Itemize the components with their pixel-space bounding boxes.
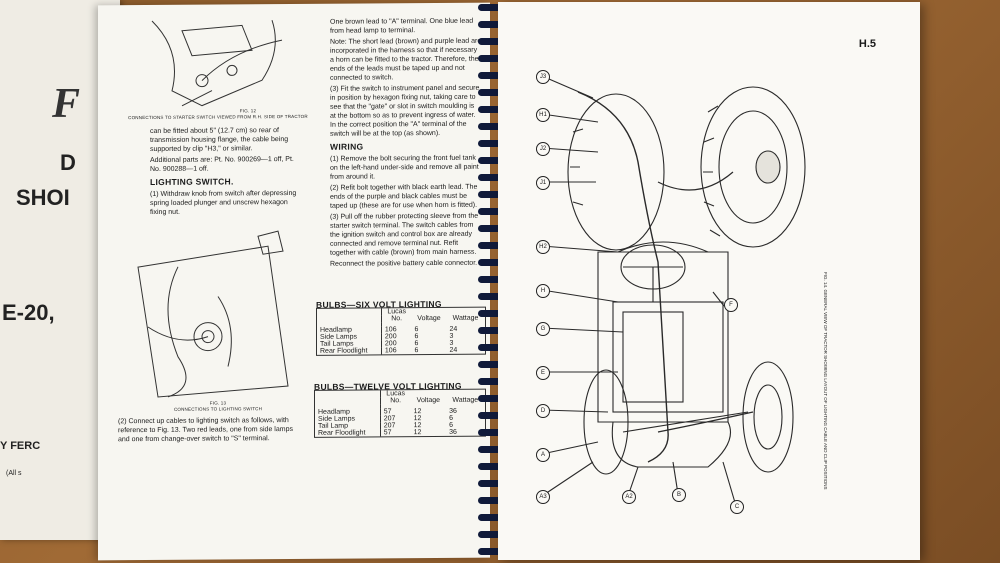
binding-coil: [478, 4, 502, 11]
table-cell: 6: [414, 347, 419, 355]
callout-marker: J2: [536, 142, 550, 156]
callout-marker: H: [536, 284, 550, 298]
callout-marker: E: [536, 366, 550, 380]
binding-coil: [478, 89, 502, 96]
callout-marker: H1: [536, 108, 550, 122]
callout-marker: J3: [536, 70, 550, 84]
callout-marker: F: [724, 298, 738, 312]
figure-12-caption: CONNECTIONS TO STARTER SWITCH VIEWED FRO…: [128, 113, 308, 121]
table-cell: 106: [381, 347, 412, 355]
lighting-switch-drawing: [137, 230, 289, 398]
binding-coil: [478, 157, 502, 164]
figure-12: [142, 10, 292, 111]
callout-marker: J1: [536, 176, 550, 190]
binding-coil: [478, 531, 502, 538]
binding-coil: [478, 38, 502, 45]
right-column: One brown lead to "A" terminal. One blue…: [330, 17, 482, 271]
lighting-switch-heading: LIGHTING SWITCH.: [150, 176, 234, 188]
callout-marker: A3: [536, 490, 550, 504]
binding-coil: [478, 293, 502, 300]
paragraph: One brown lead to "A" terminal. One blue…: [330, 17, 474, 35]
callout-marker: D: [536, 404, 550, 418]
binding-coil: [478, 480, 502, 487]
figure-13-caption: CONNECTIONS TO LIGHTING SWITCH: [173, 406, 263, 412]
binding-coil: [478, 395, 502, 402]
binding-coil: [478, 429, 502, 436]
wiring-heading: WIRING: [330, 141, 364, 152]
binding-coil: [478, 497, 502, 504]
binding-coil: [478, 174, 502, 181]
tractor-wiring-diagram: [541, 75, 806, 507]
binding-coil: [478, 446, 502, 453]
callout-marker: B: [672, 488, 686, 502]
front-wheel-left: [583, 369, 629, 475]
cover-line: SHOI: [16, 185, 70, 210]
binding-coil: [478, 242, 502, 249]
cover-line: E-20,: [2, 300, 55, 325]
binding-coil: [478, 123, 502, 130]
starter-switch-drawing: [151, 19, 283, 107]
binding-coil: [478, 140, 502, 147]
binding-coil: [478, 361, 502, 368]
binding-coil: [478, 106, 502, 113]
binding-coil: [478, 412, 502, 419]
callout-marker: C: [730, 500, 744, 514]
left-page: FIG. 12 CONNECTIONS TO STARTER SWITCH VI…: [98, 2, 490, 561]
paragraph: (1) Remove the bolt securing the front f…: [330, 154, 479, 181]
binding-coil: [478, 514, 502, 521]
rear-wheel-left: [567, 93, 665, 251]
cover-line: Y FERC: [0, 440, 41, 452]
table-cell: Rear Floodlight: [318, 429, 366, 437]
table-cell: 12: [413, 429, 422, 437]
callout-marker: A2: [622, 490, 636, 504]
cover-letter: F: [52, 81, 81, 127]
callout-marker: H2: [536, 240, 550, 254]
cover-line: (All s: [6, 470, 22, 477]
note-paragraph: Note: The short lead (brown) and purple …: [330, 37, 482, 82]
binding-coil: [478, 310, 502, 317]
left-column-bottom: (2) Connect up cables to lighting switch…: [118, 416, 298, 446]
paragraph: (2) Refit bolt together with black earth…: [330, 183, 478, 210]
binding-coil: [478, 191, 502, 198]
cover-line: D: [60, 150, 76, 175]
binding-coil: [478, 55, 502, 62]
binding-coil: [478, 327, 502, 334]
binding-coil: [478, 463, 502, 470]
paragraph: (2) Connect up cables to lighting switch…: [118, 417, 293, 444]
figure-14-caption: FIG. 14. GENERAL VIEW OF TRACTOR SHOWING…: [823, 272, 828, 490]
paragraph: (3) Fit the switch to instrument panel a…: [330, 84, 480, 138]
spiral-binding: [478, 0, 504, 563]
rear-wheel-right: [700, 86, 806, 248]
binding-coil: [478, 21, 502, 28]
binding-coil: [478, 225, 502, 232]
paragraph: Additional parts are: Pt. No. 900269—1 o…: [150, 156, 294, 174]
page-number: H.5: [858, 38, 876, 50]
paragraph: Reconnect the positive battery cable con…: [330, 259, 478, 268]
front-wheel-right: [742, 361, 794, 473]
paragraph: (3) Pull off the rubber protecting sleev…: [330, 212, 479, 257]
binding-coil: [478, 276, 502, 283]
binding-coil: [478, 378, 502, 385]
binding-coil: [478, 548, 502, 555]
binding-coil: [478, 72, 502, 79]
table-cell: 57: [380, 429, 411, 437]
callout-marker: A: [536, 448, 550, 462]
binding-coil: [478, 259, 502, 266]
binding-coil: [478, 208, 502, 215]
right-page: H.5: [498, 2, 920, 560]
callout-marker: G: [536, 322, 550, 336]
left-column: can be fitted about 5" (12.7 cm) so rear…: [150, 126, 300, 219]
table-cell: Rear Floodlight: [320, 347, 368, 355]
paragraph: can be fitted about 5" (12.7 cm) so rear…: [150, 127, 289, 154]
figure-13: [118, 226, 298, 402]
binding-coil: [478, 344, 502, 351]
paragraph: (1) Withdraw knob from switch after depr…: [150, 189, 297, 217]
